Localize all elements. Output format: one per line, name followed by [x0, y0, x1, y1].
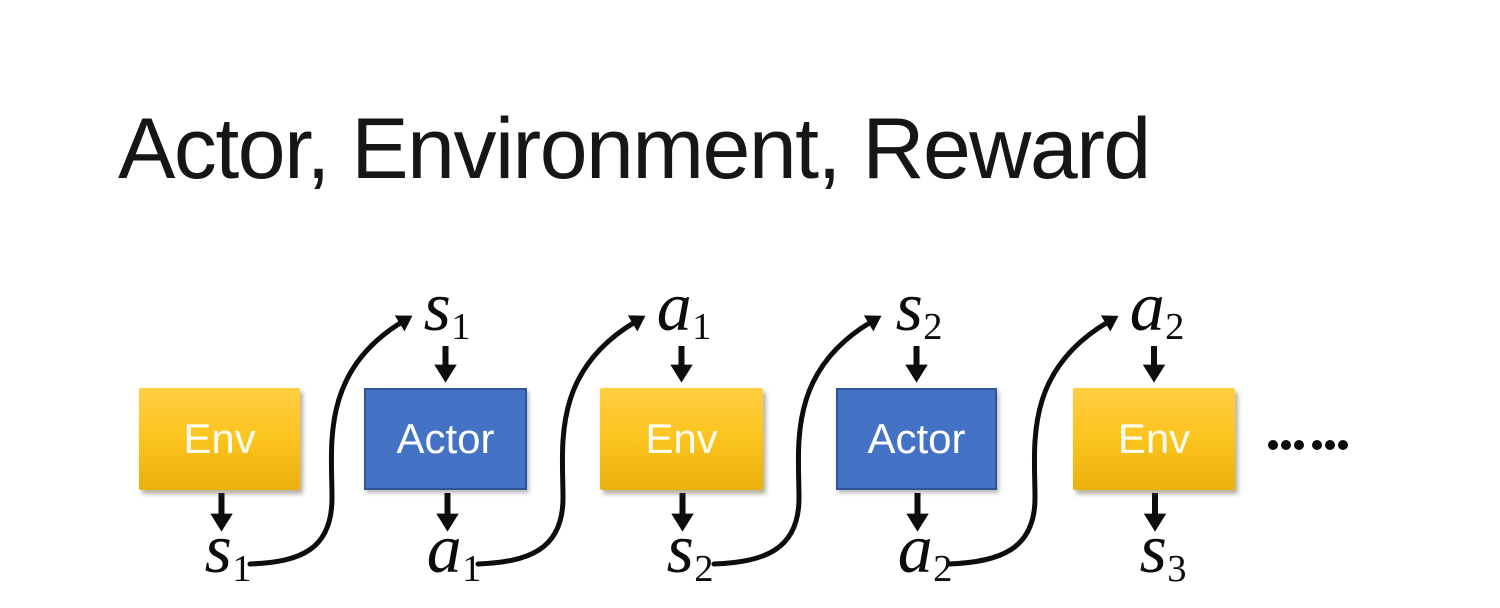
ellipsis-dot: [1312, 440, 1322, 450]
ellipsis-dots: [1268, 440, 1348, 450]
curve-arrow-a2-to-a2: [946, 315, 1119, 567]
actor-box-1-label: Actor: [396, 415, 495, 462]
ellipsis-dot: [1268, 440, 1278, 450]
actor-box-1: Actor: [364, 388, 527, 490]
env-box-2-label: Env: [645, 415, 718, 462]
env-box-1: Env: [139, 388, 300, 490]
env-box-3-label: Env: [1117, 415, 1191, 462]
action-label-a2-top: a2: [1129, 269, 1185, 349]
ellipsis-dot: [1325, 440, 1335, 450]
env-box-3: Env: [1073, 388, 1235, 490]
state-label-s3-bottom: s3: [1139, 511, 1187, 591]
curve-arrow-s2-to-s2: [711, 315, 882, 567]
action-label-a2-bottom: a2: [897, 511, 953, 591]
ellipsis-dot: [1294, 440, 1304, 450]
env-box-2: Env: [600, 388, 763, 490]
curve-arrow-s1-to-s1: [247, 315, 413, 567]
env-box-1-label: Env: [183, 415, 256, 462]
slide-title: Actor, Environment, Reward: [118, 101, 1151, 197]
state-label-s1-bottom: s1: [204, 511, 252, 591]
actor-box-2: Actor: [836, 388, 997, 490]
ellipsis-dot: [1281, 440, 1291, 450]
action-label-a1-bottom: a1: [426, 511, 482, 591]
state-label-s1-top: s1: [423, 269, 471, 349]
action-label-a1-top: a1: [656, 269, 712, 349]
state-label-s2-top: s2: [895, 269, 943, 349]
actor-box-2-label: Actor: [867, 415, 966, 462]
state-label-s2-bottom: s2: [666, 511, 714, 591]
ellipsis-dot: [1338, 440, 1348, 450]
curve-arrow-a1-to-a1: [475, 315, 646, 567]
